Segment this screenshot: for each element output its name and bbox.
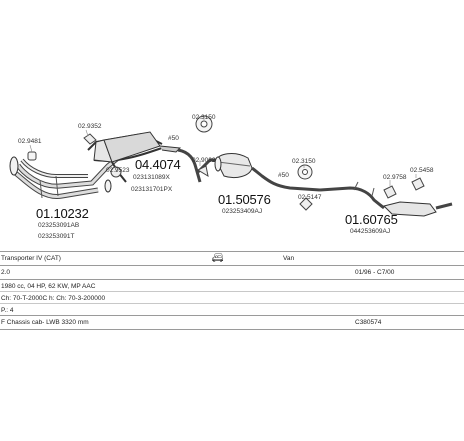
catalytic-converter-part	[87, 131, 182, 183]
engine-size: 2.0	[1, 269, 11, 276]
van-icon: 🚐︎	[212, 253, 224, 263]
clamp-label-2[interactable]: 02.9352	[78, 123, 102, 130]
info-row-chassis: F Chassis cab- LWB 3320 mm C380574	[0, 316, 464, 329]
engine-spec: 1980 cc, 04 HP, 62 KW, MP AAC	[1, 283, 96, 290]
clamp-label-4[interactable]: 02.3150	[192, 114, 216, 121]
chassis-description: F Chassis cab- LWB 3320 mm	[1, 319, 89, 326]
front-pipe-part	[9, 156, 120, 199]
link-pipe	[177, 148, 202, 183]
part-number-front-pipe[interactable]: 01.10232	[36, 206, 89, 221]
divider	[0, 329, 464, 330]
clamp-label-8[interactable]: 02.9758	[383, 174, 407, 181]
part-number-middle-silencer[interactable]: 01.50576	[218, 192, 271, 207]
marker-label-2: #50	[278, 172, 289, 179]
clamp-label-6[interactable]: 02.3150	[292, 158, 316, 165]
clamp-label-3[interactable]: 02.9523	[106, 167, 130, 174]
part-ref-catalyst-2: 023131701PX	[131, 186, 173, 193]
chassis-range: Ch: 70-T-2000C h: Ch: 70-3-200000	[1, 295, 106, 302]
production-dates: 01/96 - C7/00	[355, 269, 395, 276]
leader-lines	[29, 116, 417, 198]
part-ref-front-pipe-1: 023253091AB	[38, 222, 80, 229]
divider	[0, 303, 464, 304]
cylinders: P.: 4	[1, 307, 14, 314]
clamp-label-9[interactable]: 02.5458	[410, 167, 434, 174]
exhaust-diagram: 01.10232 023253091AB 023253091T 04.4074 …	[9, 114, 453, 240]
part-number-catalyst[interactable]: 04.4074	[135, 157, 181, 172]
clamp-label-7[interactable]: 02.5147	[298, 194, 322, 201]
divider	[0, 291, 464, 292]
divider	[0, 265, 464, 266]
exhaust-system-drawing	[9, 115, 453, 217]
info-row-engine-spec: 1980 cc, 04 HP, 62 KW, MP AAC	[0, 280, 464, 293]
marker-label-1: #50	[168, 135, 179, 142]
clamp-label-1[interactable]: 02.9481	[18, 138, 42, 145]
vehicle-body: Van	[283, 255, 295, 262]
reference-code: C380574	[355, 319, 382, 326]
part-ref-rear-silencer: 044253609AJ	[350, 228, 391, 235]
part-ref-catalyst-1: 023131089X	[133, 174, 170, 181]
clamp-label-5[interactable]: 02.9032	[192, 157, 216, 164]
divider	[0, 251, 464, 252]
divider	[0, 279, 464, 280]
clamp-shapes	[27, 115, 425, 211]
info-row-chassis-range: Ch: 70-T-2000C h: Ch: 70-3-200000	[0, 292, 464, 305]
vehicle-model: Transporter IV (CAT)	[1, 255, 61, 262]
part-number-rear-silencer[interactable]: 01.60765	[345, 212, 398, 227]
info-row-engine: 2.0 01/96 - C7/00	[0, 266, 464, 279]
divider	[0, 315, 464, 316]
part-ref-front-pipe-2: 023253091T	[38, 233, 75, 240]
info-row-model: Transporter IV (CAT) 🚐︎ Van	[0, 252, 464, 265]
rear-silencer-part	[319, 181, 453, 217]
part-ref-middle-silencer: 023253409AJ	[222, 208, 263, 215]
info-row-cylinders: P.: 4	[0, 304, 464, 317]
middle-silencer-part	[196, 153, 321, 192]
